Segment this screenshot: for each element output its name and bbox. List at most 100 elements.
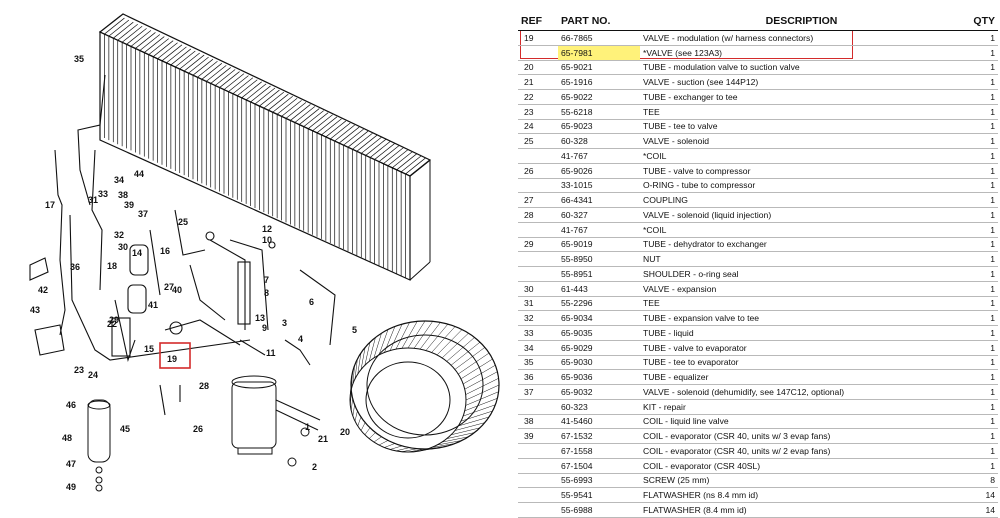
ref-cell: 27 xyxy=(518,192,558,208)
part-no-cell: 65-9026 xyxy=(558,163,640,179)
qty-cell: 1 xyxy=(963,325,998,341)
part-no-cell: 65-9029 xyxy=(558,340,640,356)
qty-cell: 1 xyxy=(963,340,998,356)
description-cell: TEE xyxy=(640,104,963,120)
part-no-cell: 55-8950 xyxy=(558,251,640,267)
ref-cell: 22 xyxy=(518,89,558,105)
ref-cell xyxy=(518,502,558,518)
description-cell: *COIL xyxy=(640,222,963,238)
callout-41: 41 xyxy=(148,300,158,310)
ref-cell: 34 xyxy=(518,340,558,356)
callout-31: 31 xyxy=(88,195,98,205)
part-no-cell: 65-9032 xyxy=(558,384,640,400)
description-cell: TUBE - tee to valve xyxy=(640,119,963,135)
ref-cell: 37 xyxy=(518,384,558,400)
qty-cell: 1 xyxy=(963,355,998,371)
callout-48: 48 xyxy=(62,433,72,443)
qty-cell: 8 xyxy=(963,473,998,489)
ref-cell: 19 xyxy=(518,30,558,46)
evaporator-coil xyxy=(98,13,432,281)
part-no-cell: 65-9023 xyxy=(558,119,640,135)
part-no-header: PART NO. xyxy=(558,12,640,31)
callout-22: 22 xyxy=(107,319,117,329)
qty-cell: 1 xyxy=(963,207,998,223)
callout-20: 20 xyxy=(340,427,350,437)
part-no-cell: 60-328 xyxy=(558,133,640,149)
part-no-cell: 66-7865 xyxy=(558,30,640,46)
part-no-cell: 55-6988 xyxy=(558,502,640,518)
callout-18: 18 xyxy=(107,261,117,271)
callout-26: 26 xyxy=(193,424,203,434)
qty-cell: 1 xyxy=(963,296,998,312)
description-cell: SHOULDER - o-ring seal xyxy=(640,266,963,282)
callout-15: 15 xyxy=(144,344,154,354)
part-no-cell: 60-327 xyxy=(558,207,640,223)
ref-cell: 29 xyxy=(518,237,558,253)
part-no-cell: 67-1558 xyxy=(558,443,640,459)
part-no-cell: 55-6993 xyxy=(558,473,640,489)
description-cell: COIL - evaporator (CSR 40, units w/ 3 ev… xyxy=(640,428,963,444)
callout-27: 27 xyxy=(164,282,174,292)
callout-28: 28 xyxy=(199,381,209,391)
callout-21: 21 xyxy=(318,434,328,444)
description-cell: VALVE - suction (see 144P12) xyxy=(640,74,963,90)
qty-cell: 1 xyxy=(963,266,998,282)
callout-46: 46 xyxy=(66,400,76,410)
description-cell: FLATWASHER (8.4 mm id) xyxy=(640,502,963,518)
part-no-cell: 65-9019 xyxy=(558,237,640,253)
callout-33: 33 xyxy=(98,189,108,199)
qty-cell: 1 xyxy=(963,104,998,120)
ref-cell xyxy=(518,222,558,238)
qty-cell: 1 xyxy=(963,399,998,415)
description-cell: COIL - evaporator (CSR 40SL) xyxy=(640,458,963,474)
part-no-cell: 65-9022 xyxy=(558,89,640,105)
callout-35: 35 xyxy=(74,54,84,64)
part-no-cell: 41-767 xyxy=(558,148,640,164)
description-cell: TUBE - modulation valve to suction valve xyxy=(640,60,963,76)
ref-cell: 25 xyxy=(518,133,558,149)
description-cell: *COIL xyxy=(640,148,963,164)
ref-cell: 39 xyxy=(518,428,558,444)
qty-cell: 1 xyxy=(963,119,998,135)
description-cell: TEE xyxy=(640,296,963,312)
description-cell: NUT xyxy=(640,251,963,267)
qty-cell: 1 xyxy=(963,133,998,149)
qty-cell: 1 xyxy=(963,30,998,46)
callout-9: 9 xyxy=(262,323,267,333)
part-no-cell: 65-7981 xyxy=(558,45,640,61)
description-cell: *VALVE (see 123A3) xyxy=(640,45,963,61)
ref-cell: 35 xyxy=(518,355,558,371)
callout-2: 2 xyxy=(312,462,317,472)
callout-3: 3 xyxy=(282,318,287,328)
description-cell: VALVE - solenoid (liquid injection) xyxy=(640,207,963,223)
ref-cell: 20 xyxy=(518,60,558,76)
part-no-cell: 67-1504 xyxy=(558,458,640,474)
callout-5: 5 xyxy=(352,325,357,335)
ref-header: REF xyxy=(518,12,558,31)
qty-cell: 1 xyxy=(963,414,998,430)
qty-cell: 1 xyxy=(963,458,998,474)
callout-23: 23 xyxy=(74,365,84,375)
callout-12: 12 xyxy=(262,224,272,234)
description-cell: TUBE - tee to evaporator xyxy=(640,355,963,371)
